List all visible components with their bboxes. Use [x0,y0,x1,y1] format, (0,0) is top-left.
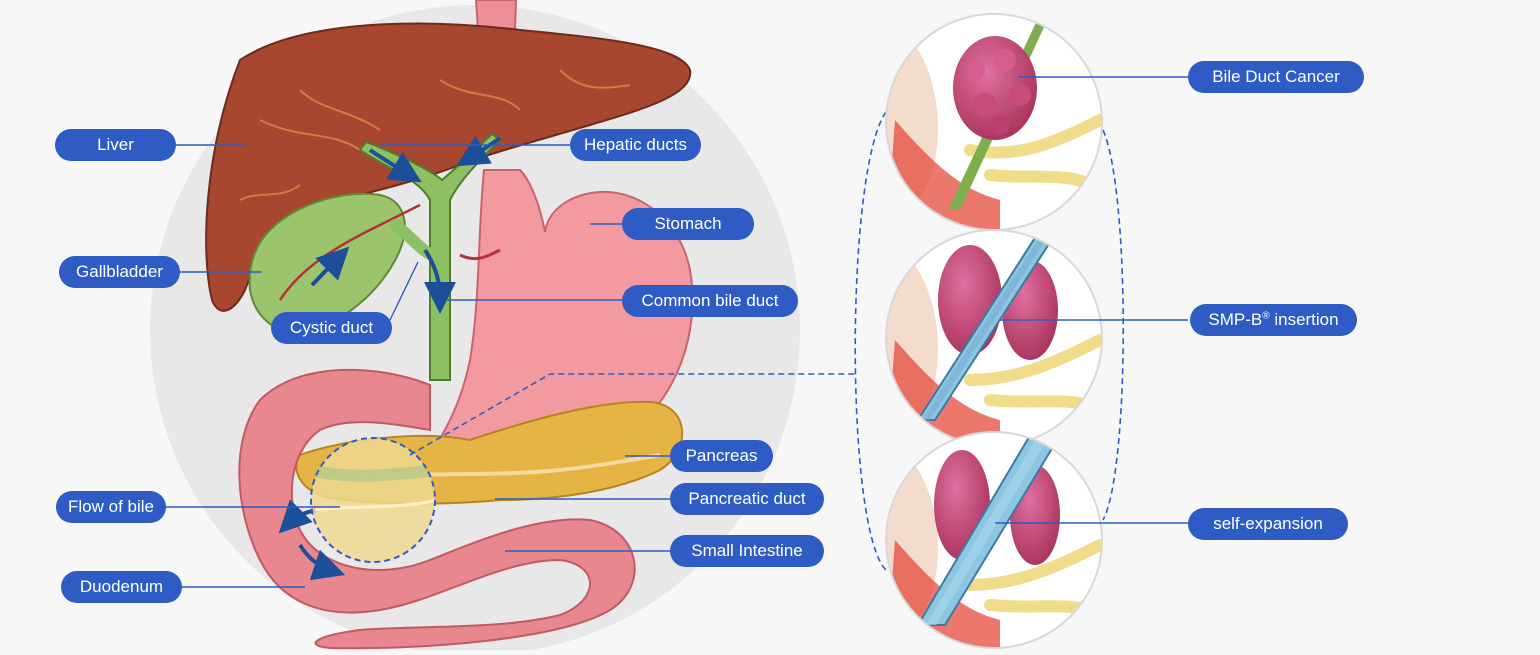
label-pancreas: Pancreas [670,440,773,472]
label-common-bile-duct: Common bile duct [622,285,798,317]
label-self-expansion: self-expansion [1188,508,1348,540]
label-smp-b-insertion: SMP-B® insertion [1190,304,1357,336]
leader-lines [166,76,1188,588]
label-gallbladder: Gallbladder [59,256,180,288]
flow-arrow-icon [310,246,350,287]
panel-bracket-right [1102,129,1125,521]
hepatic-artery [459,248,501,261]
label-flow-of-bile: Flow of bile [56,491,166,523]
label-pancreatic-duct: Pancreatic duct [670,483,824,515]
panel-bracket-left [854,111,887,571]
label-cystic-duct: Cystic duct [271,312,392,344]
zoom-connector [409,373,855,456]
smp-b-prefix: SMP-B [1208,310,1263,329]
flow-arrow-icon [423,248,456,314]
label-duodenum: Duodenum [61,571,182,603]
zoom-circle [310,437,436,563]
smp-b-suffix: insertion [1269,310,1339,329]
label-stomach: Stomach [622,208,754,240]
label-liver: Liver [55,129,176,161]
liver-veins [239,69,631,201]
label-bile-duct-cancer: Bile Duct Cancer [1188,61,1364,93]
panel-smp-b-insertion [885,229,1103,447]
label-hepatic-ducts: Hepatic ducts [570,129,701,161]
registered-mark: ® [1262,310,1270,322]
gallbladder-vessels [278,203,421,301]
panel-bile-duct-cancer [885,13,1103,231]
label-small-intestine: Small Intestine [670,535,824,567]
panel-self-expansion [885,431,1103,649]
flow-arrow-icon [298,543,346,581]
flow-arrow-icon [368,148,422,183]
flow-arrow-icon [456,136,502,167]
